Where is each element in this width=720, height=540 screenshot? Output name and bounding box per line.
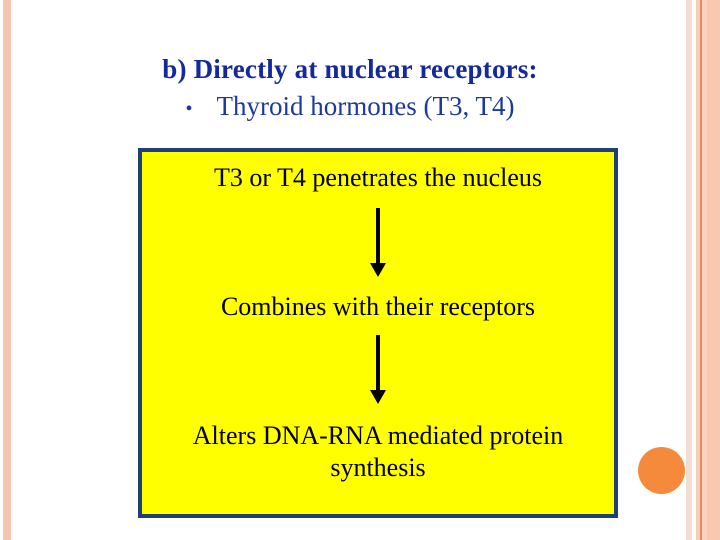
orange-circle-decoration [638, 447, 685, 494]
arrow-shaft [376, 208, 380, 264]
right-edge-stripe-5 [707, 0, 720, 540]
right-edge-stripe-4 [702, 0, 707, 540]
flow-diagram-box: T3 or T4 penetrates the nucleus Combines… [138, 148, 618, 518]
bullet-item-label: Thyroid hormones (T3, T4) [216, 91, 515, 121]
right-edge-stripe-3 [700, 0, 702, 540]
right-edge-stripe-2 [696, 0, 700, 540]
slide-heading: b) Directly at nuclear receptors: [162, 54, 538, 84]
flow-step-2-label: Combines with their receptors [220, 292, 536, 321]
arrow-head [370, 263, 386, 277]
down-arrow-2-icon [363, 335, 393, 404]
flow-step-1-label: T3 or T4 penetrates the nucleus [213, 163, 543, 192]
flow-step-3-label: Alters DNA-RNA mediated protein synthesi… [192, 421, 564, 482]
heading-block: b) Directly at nuclear receptors: • Thyr… [0, 52, 700, 126]
right-edge-stripe-1 [686, 0, 692, 540]
left-edge-stripe [3, 0, 11, 540]
down-arrow-1-icon [363, 208, 393, 277]
bullet-point-icon: • [185, 98, 193, 120]
arrow-shaft [376, 335, 380, 391]
bullet-list-item: • Thyroid hormones (T3, T4) [0, 89, 700, 126]
arrow-head [370, 390, 386, 404]
